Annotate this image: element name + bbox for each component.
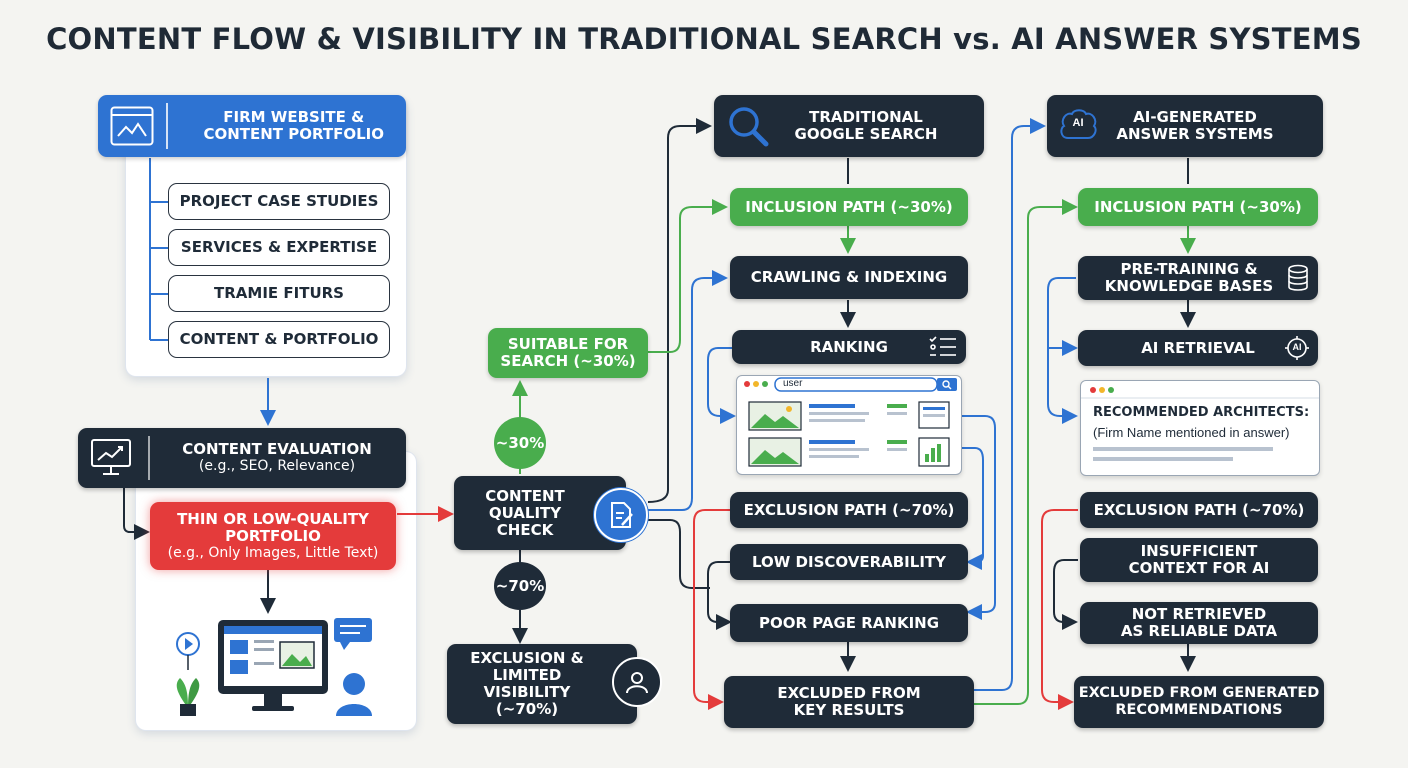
poor-page-ranking: POOR PAGE RANKING (730, 604, 968, 642)
low-discoverability: LOW DISCOVERABILITY (730, 544, 968, 580)
thin-portfolio: THIN OR LOW-QUALITY PORTFOLIO (e.g., Onl… (150, 502, 396, 570)
list-item-services: SERVICES & EXPERTISE (168, 229, 390, 266)
ai-answer-window: RECOMMENDED ARCHITECTS: (Firm Name menti… (1080, 380, 1320, 476)
database-icon (1288, 264, 1308, 291)
evaluation-sub: (e.g., SEO, Relevance) (198, 458, 356, 474)
google-inclusion-path: INCLUSION PATH (~30%) (730, 188, 968, 226)
thin-sub: (e.g., Only Images, Little Text) (167, 544, 379, 561)
firm-website-header: FIRM WEBSITE & CONTENT PORTFOLIO (98, 95, 406, 157)
pct-30-circle: ~30% (494, 417, 546, 469)
quality-check-icon (594, 488, 648, 542)
insufficient-context: INSUFFICIENT CONTEXT FOR AI (1080, 538, 1318, 582)
ai-badge-text: AI (1072, 117, 1084, 129)
evaluation-divider (148, 436, 150, 480)
ranking: RANKING (732, 330, 966, 364)
answer-sub: (Firm Name mentioned in answer) (1093, 425, 1290, 440)
suitable-for-search: SUITABLE FOR SEARCH (~30%) (488, 328, 648, 378)
answer-title: RECOMMENDED ARCHITECTS: (1093, 405, 1310, 420)
ai-retrieval: AI RETRIEVAL (1078, 330, 1318, 366)
ai-exclusion-path: EXCLUSION PATH (~70%) (1080, 492, 1318, 528)
pre-training-knowledge: PRE-TRAINING & KNOWLEDGE BASES (1078, 256, 1318, 300)
search-results-window: user (736, 375, 962, 475)
evaluation-title: CONTENT EVALUATION (182, 440, 372, 458)
list-item-content: CONTENT & PORTFOLIO (168, 321, 390, 358)
ai-inclusion-path: INCLUSION PATH (~30%) (1078, 188, 1318, 226)
computer-illustration (176, 618, 372, 716)
list-item-tramie: TRAMIE FITURS (168, 275, 390, 312)
excluded-recommendations: EXCLUDED FROM GENERATED RECOMMENDATIONS (1074, 676, 1324, 728)
list-item-case-studies: PROJECT CASE STUDIES (168, 183, 390, 220)
ai-brain-icon: AI (1058, 108, 1098, 142)
exclusion-limited-visibility: EXCLUSION & LIMITED VISIBILITY (~70%) (447, 644, 637, 724)
website-icon (110, 106, 154, 146)
excluded-key-results: EXCLUDED FROM KEY RESULTS (724, 676, 974, 728)
content-evaluation: CONTENT EVALUATION (e.g., SEO, Relevance… (78, 428, 406, 488)
firm-website-title: FIRM WEBSITE & CONTENT PORTFOLIO (203, 108, 384, 143)
ranking-list-icon (929, 336, 956, 356)
not-retrieved: NOT RETRIEVED AS RELIABLE DATA (1080, 602, 1318, 644)
thin-title: THIN OR LOW-QUALITY PORTFOLIO (177, 509, 369, 545)
monitor-chart-icon (91, 439, 131, 475)
pct-70-circle: ~70% (494, 562, 546, 610)
search-query-text: user (783, 378, 803, 389)
user-profile-icon (612, 657, 662, 707)
header-divider (166, 103, 168, 149)
google-search-header: TRADITIONAL GOOGLE SEARCH (714, 95, 984, 157)
ai-chip-icon: AI (1284, 335, 1310, 361)
crawling-indexing: CRAWLING & INDEXING (730, 256, 968, 299)
search-icon (729, 107, 769, 147)
google-exclusion-path: EXCLUSION PATH (~70%) (730, 492, 968, 528)
ai-chip-text: AI (1292, 342, 1302, 352)
page-title: CONTENT FLOW & VISIBILITY IN TRADITIONAL… (46, 22, 1362, 56)
